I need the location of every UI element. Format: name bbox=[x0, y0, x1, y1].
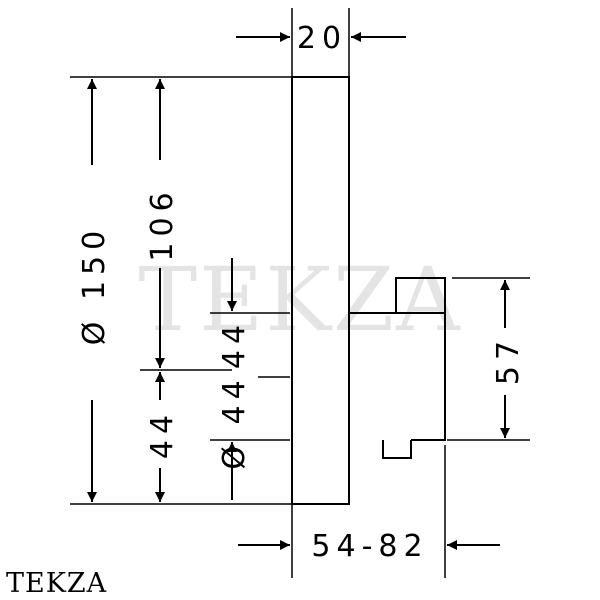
thermostat-knob bbox=[395, 277, 446, 313]
projection-dimension bbox=[238, 445, 500, 578]
plate-diameter-label: Ø 150 bbox=[77, 225, 112, 345]
projection-label: 54-82 bbox=[311, 529, 428, 564]
depth-label: 20 bbox=[297, 21, 347, 56]
body-height-label: 57 bbox=[491, 335, 526, 385]
cover-plate bbox=[291, 76, 350, 505]
upper-height-label: 106 bbox=[145, 186, 180, 261]
body-height-dimension bbox=[447, 277, 530, 441]
body-diameter-label: Ø 44 bbox=[217, 374, 252, 469]
lower-offset-label: 44 bbox=[145, 409, 180, 459]
depth-dimension bbox=[236, 8, 406, 77]
watermark-text: TEKZA bbox=[138, 248, 461, 351]
product-outline bbox=[291, 76, 446, 505]
knob-bottom bbox=[382, 440, 412, 459]
brand-label: TEKZA bbox=[6, 568, 108, 599]
extension-lines bbox=[70, 76, 292, 505]
upper-offset-label: 44 bbox=[217, 319, 252, 369]
